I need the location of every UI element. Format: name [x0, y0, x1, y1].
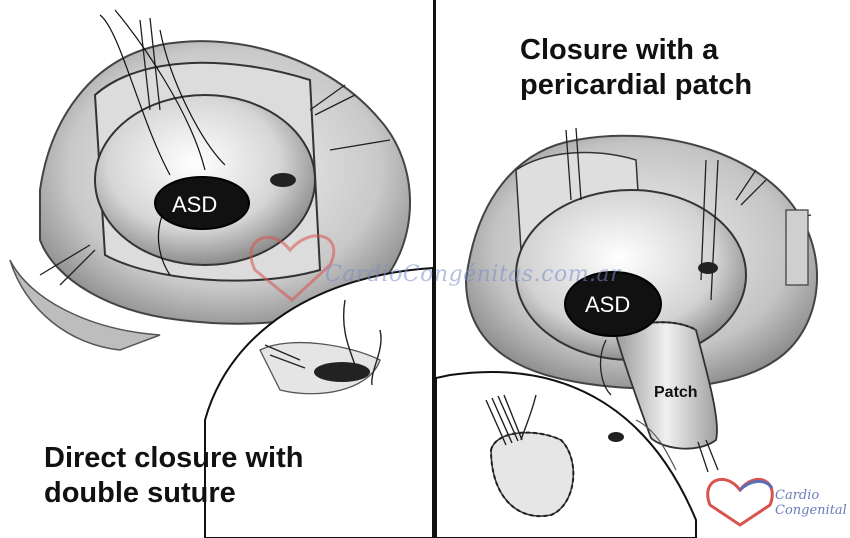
logo-line1: Cardio — [775, 488, 820, 503]
detail-inset — [204, 266, 433, 538]
patch-label: Patch — [654, 384, 698, 401]
asd-label-right: ASD — [585, 292, 631, 317]
right-caption-line2: pericardial patch — [520, 69, 753, 101]
watermark-text: CardioCongénitas.com.ar — [325, 262, 622, 287]
watermark-heart — [249, 234, 336, 302]
logo-text: Cardio Congenital — [775, 488, 847, 518]
left-caption-line2: double suture — [44, 477, 236, 509]
direct-closure-illustration — [9, 9, 433, 538]
logo-line2: Congenital — [775, 503, 847, 518]
left-caption: Direct closure with double suture — [44, 441, 404, 511]
asd-label-overlay: ASD — [172, 192, 218, 217]
panel-divider — [433, 0, 436, 538]
direct-closure-panel: Direct closure with double suture — [9, 9, 433, 538]
right-caption-line1: Closure with a — [520, 34, 719, 66]
right-caption: Closure with a pericardial patch — [520, 33, 820, 103]
left-caption-line1: Direct closure with — [44, 442, 304, 474]
